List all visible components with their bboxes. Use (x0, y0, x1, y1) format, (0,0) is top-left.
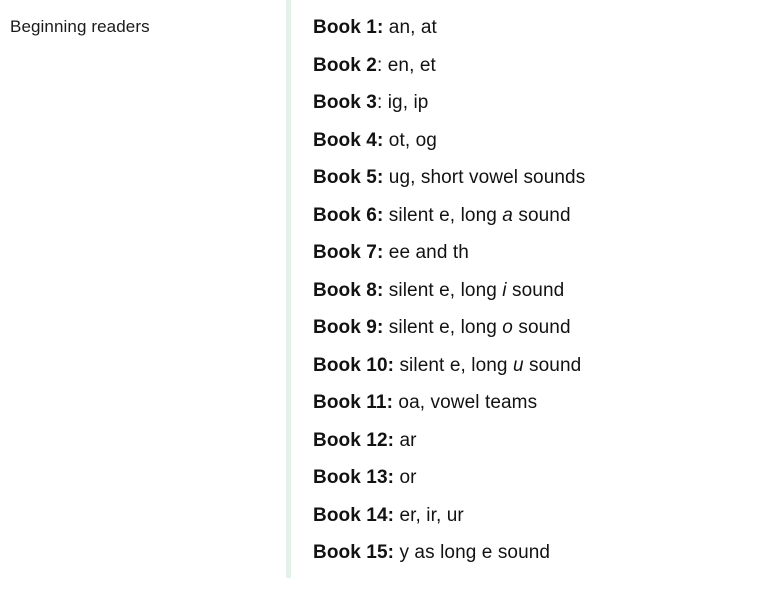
book-separator: : (376, 317, 384, 338)
book-list-item: Book 2: en, et (313, 47, 753, 85)
book-number-label: Book 7 (313, 242, 377, 263)
book-description: or (399, 467, 417, 488)
book-separator: : (376, 17, 384, 38)
book-number-label: Book 5 (313, 167, 377, 188)
book-description: en, et (387, 54, 436, 76)
book-description: silent e, long a sound (388, 204, 571, 226)
book-number-label: Book 4 (313, 129, 377, 151)
book-list-item: Book 12: ar (313, 422, 753, 460)
book-description: er, ir, ur (399, 504, 464, 526)
book-number-label: Book 15 (313, 542, 388, 563)
book-list-item: Book 13: or (313, 459, 753, 497)
book-number-label: Book 14 (313, 504, 388, 526)
book-description: ot, og (388, 129, 437, 151)
book-description: ig, ip (387, 92, 429, 113)
book-list-item: Book 10: silent e, long u sound (313, 347, 753, 385)
book-list-item: Book 1: an, at (313, 9, 753, 47)
column-divider (286, 0, 291, 578)
book-description: silent e, long u sound (399, 354, 582, 376)
book-separator: : (387, 504, 395, 526)
book-list-item: Book 15: y as long e sound (313, 534, 753, 572)
book-list-item: Book 11: oa, vowel teams (313, 384, 753, 422)
book-list-item: Book 7: ee and th (313, 234, 753, 272)
book-separator: : (387, 542, 395, 563)
book-number-label: Book 11 (313, 392, 387, 413)
book-list-item: Book 4: ot, og (313, 122, 753, 160)
book-number-label: Book 3 (313, 92, 377, 113)
book-list-item: Book 8: silent e, long i sound (313, 272, 753, 310)
book-number-label: Book 9 (313, 317, 377, 338)
book-number-label: Book 6 (313, 204, 377, 226)
book-separator: : (387, 467, 395, 488)
book-list-item: Book 3: ig, ip (313, 84, 753, 122)
book-number-label: Book 10 (313, 354, 388, 376)
book-separator: : (376, 54, 383, 76)
book-separator: : (386, 392, 394, 413)
book-description: ar (399, 429, 417, 451)
book-separator: : (376, 167, 384, 188)
left-column: Beginning readers (0, 0, 286, 610)
book-separator: : (387, 354, 395, 376)
category-label: Beginning readers (10, 17, 150, 36)
book-number-label: Book 12 (313, 429, 388, 451)
book-description: y as long e sound (399, 542, 551, 563)
book-number-label: Book 13 (313, 467, 388, 488)
book-separator: : (376, 242, 384, 263)
book-separator: : (376, 129, 384, 151)
book-number-label: Book 8 (313, 279, 377, 301)
book-description: ug, short vowel sounds (388, 167, 586, 188)
book-description: an, at (388, 17, 437, 38)
book-list-item: Book 9: silent e, long o sound (313, 309, 753, 347)
book-separator: : (376, 204, 384, 226)
book-description: silent e, long o sound (388, 317, 571, 338)
book-number-label: Book 1 (313, 17, 377, 38)
book-separator: : (376, 92, 383, 113)
book-separator: : (376, 279, 384, 301)
book-list-item: Book 5: ug, short vowel sounds (313, 159, 753, 197)
book-description: ee and th (388, 242, 469, 263)
book-description: silent e, long i sound (388, 279, 565, 301)
book-description: oa, vowel teams (398, 392, 538, 413)
book-list-item: Book 14: er, ir, ur (313, 497, 753, 535)
book-separator: : (387, 429, 395, 451)
book-list-item: Book 6: silent e, long a sound (313, 197, 753, 235)
book-number-label: Book 2 (313, 54, 377, 76)
